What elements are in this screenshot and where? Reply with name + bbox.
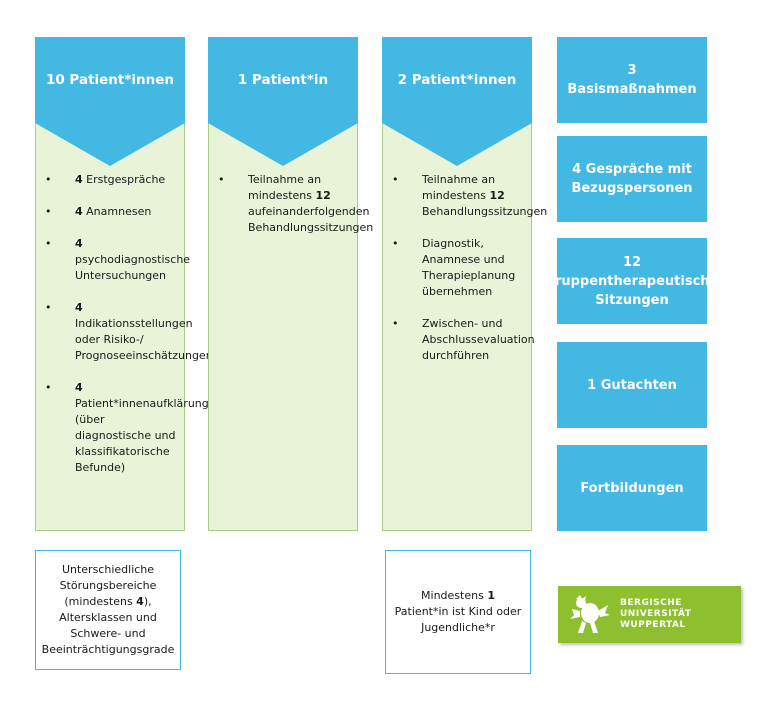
list-item: Diagnostik, Anamnese und Therapieplanung… xyxy=(392,236,527,300)
column-2-list: Teilnahme an mindestens 12 aufeinanderfo… xyxy=(218,172,373,252)
list-item: 4 Patient*innenaufklärungen (über diagno… xyxy=(45,380,222,476)
column-1-header-shape xyxy=(35,37,185,166)
note-stoerungsbereiche: Unterschiedliche Störungsbereiche (minde… xyxy=(35,550,181,670)
column-1: 10 Patient*innen 4 Erstgespräche 4 Anamn… xyxy=(35,37,222,531)
column-2: 1 Patient*in Teilnahme an mindestens 12 … xyxy=(208,37,373,531)
column-3-list: Teilnahme an mindestens 12 Behandlungssi… xyxy=(392,172,547,380)
column-3-header-shape xyxy=(382,37,532,166)
university-logo: BERGISCHE UNIVERSITÄT WUPPERTAL xyxy=(558,586,741,643)
column-2-title: 1 Patient*in xyxy=(237,72,329,88)
logo-text: BERGISCHE UNIVERSITÄT WUPPERTAL xyxy=(620,598,692,630)
box-bezugspersonen: 4 Gespräche mit Bezugspersonen xyxy=(557,136,707,222)
box-gutachten: 1 Gutachten xyxy=(557,342,707,428)
column-3-title: 2 Patient*innen xyxy=(397,72,517,88)
column-1-list: 4 Erstgespräche 4 Anamnesen 4 psychodiag… xyxy=(45,172,222,492)
note-kind-jugendliche: Mindestens 1 Patient*in ist Kind oder Ju… xyxy=(385,550,531,674)
list-item: Zwischen- und Abschlussevaluation durchf… xyxy=(392,316,535,364)
box-gruppentherapie: 12 gruppentherapeutische Sitzungen xyxy=(546,238,718,324)
list-item: 4 Erstgespräche xyxy=(45,172,180,188)
list-item: 4 Indikationsstellungen oder Risiko-/ Pr… xyxy=(45,300,213,364)
list-item: 4 Anamnesen xyxy=(45,204,180,220)
column-3: 2 Patient*innen Teilnahme an mindestens … xyxy=(382,37,547,531)
box-fortbildungen: Fortbildungen xyxy=(557,445,707,531)
lion-crest-icon xyxy=(570,594,610,633)
box-basismassnahmen: 3 Basismaßnahmen xyxy=(557,37,707,123)
list-item: Teilnahme an mindestens 12 aufeinanderfo… xyxy=(218,172,373,236)
column-1-title: 10 Patient*innen xyxy=(45,72,175,88)
list-item: 4 psychodiagnostische Untersuchungen xyxy=(45,236,190,284)
list-item: Teilnahme an mindestens 12 Behandlungssi… xyxy=(392,172,547,220)
column-2-header-shape xyxy=(208,37,358,166)
